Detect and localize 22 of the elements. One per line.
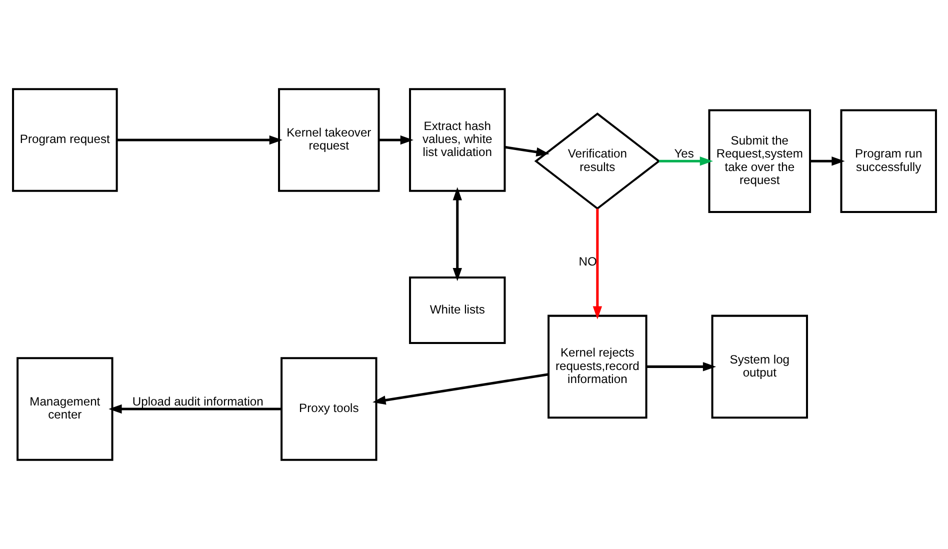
arrow (372, 373, 548, 405)
arrow (658, 156, 712, 166)
arrow (108, 404, 281, 414)
edge-label: Yes (674, 146, 694, 161)
node-box: Management center (16, 357, 113, 461)
node-box: Submit the Request,system take over the request (708, 109, 811, 214)
arrow (646, 362, 716, 372)
arrow (116, 135, 282, 145)
arrow (810, 156, 844, 166)
node-box: Program run successfully (840, 109, 936, 214)
node-box: White lists (408, 276, 506, 344)
node-box: Extract hash values, white list validation (408, 88, 506, 192)
arrow (592, 208, 602, 320)
node-box: Kernel rejects requests,record information (547, 314, 647, 419)
edge-label: Upload audit information (132, 394, 263, 409)
node-box: Proxy tools (280, 357, 377, 461)
node-box: Kernel takeover request (278, 88, 380, 192)
arrow (504, 146, 549, 156)
arrow (452, 187, 462, 282)
node-box: System log output (710, 314, 808, 419)
node-box: Program request (12, 88, 118, 192)
arrow (378, 135, 413, 145)
